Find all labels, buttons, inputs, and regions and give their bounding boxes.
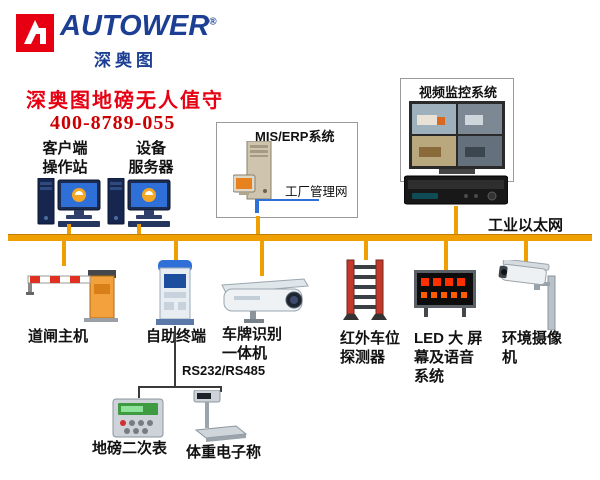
connector-video-to-bus [454,206,458,234]
brand-text: AUTOWER [60,10,210,42]
lpr-camera-icon [221,278,309,323]
serial-line-to-meter [138,386,140,398]
connector-bus-to-barrier [62,240,66,266]
connector-bus-to-lpr [260,240,264,276]
kiosk-label: 自助终端 [146,328,207,345]
serial-protocol-label: RS232/RS485 [182,363,266,378]
weighbridge-indicator-label: 地磅二次表 [92,440,168,457]
phone-number: 400-8789-055 [50,112,176,134]
brand-wordmark: AUTOWER® [60,10,217,43]
connector-server-to-bus [137,224,141,234]
client-computer-icon [37,178,101,227]
electronic-scale-label: 体重电子称 [186,444,262,461]
network-cable-line [259,199,319,201]
autower-logo-icon [16,14,54,52]
mis-erp-box: MIS/ERP系统 工厂管理网 [216,122,358,218]
lpr-camera-label: 车牌识别 一体机 [222,326,283,362]
environment-camera-icon [498,260,556,330]
serial-line-horizontal [138,386,222,388]
factory-network-label: 工厂管理网 [285,185,348,199]
registered-mark: ® [209,16,217,28]
barrier-gate-label: 道闸主机 [28,328,89,345]
connector-mis-to-bus [256,216,260,234]
serial-line-vertical [174,326,176,386]
electronic-scale-icon [193,390,248,442]
weighbridge-indicator-icon [112,398,164,438]
connector-client-to-bus [67,224,71,234]
connector-bus-to-infrared [364,240,368,260]
client-station-label: 客户端 操作站 [42,140,88,176]
mis-erp-title: MIS/ERP系统 [255,129,335,144]
connector-bus-to-camera [524,240,528,262]
surveillance-monitor-icon [409,101,505,174]
connector-bus-to-kiosk [174,240,178,260]
device-server-label: 设备 服务器 [128,140,174,176]
barrier-gate-icon [26,270,118,322]
infrared-detector-label: 红外车位 探测器 [340,330,401,366]
erp-server-icon [233,141,272,213]
infrared-detector-icon [343,259,387,320]
environment-camera-label: 环境摄像 机 [502,330,563,366]
connector-bus-to-led [444,240,448,272]
ethernet-bus-label: 工业以太网 [488,217,564,234]
video-surveillance-title: 视频监控系统 [419,85,498,100]
ethernet-bus-line [8,234,592,241]
device-server-computer-icon [107,178,171,227]
serial-line-to-scale [220,386,222,392]
self-service-kiosk-icon [156,260,194,325]
diagram-title: 深奥图地磅无人值守 [26,90,224,112]
video-surveillance-box: 视频监控系统 [400,78,514,182]
company-name: 深奥图 [94,51,157,70]
dvr-recorder-icon [404,175,508,205]
led-screen-label: LED 大 屏 幕及语音 系统 [414,330,483,385]
led-screen-icon [414,270,476,317]
